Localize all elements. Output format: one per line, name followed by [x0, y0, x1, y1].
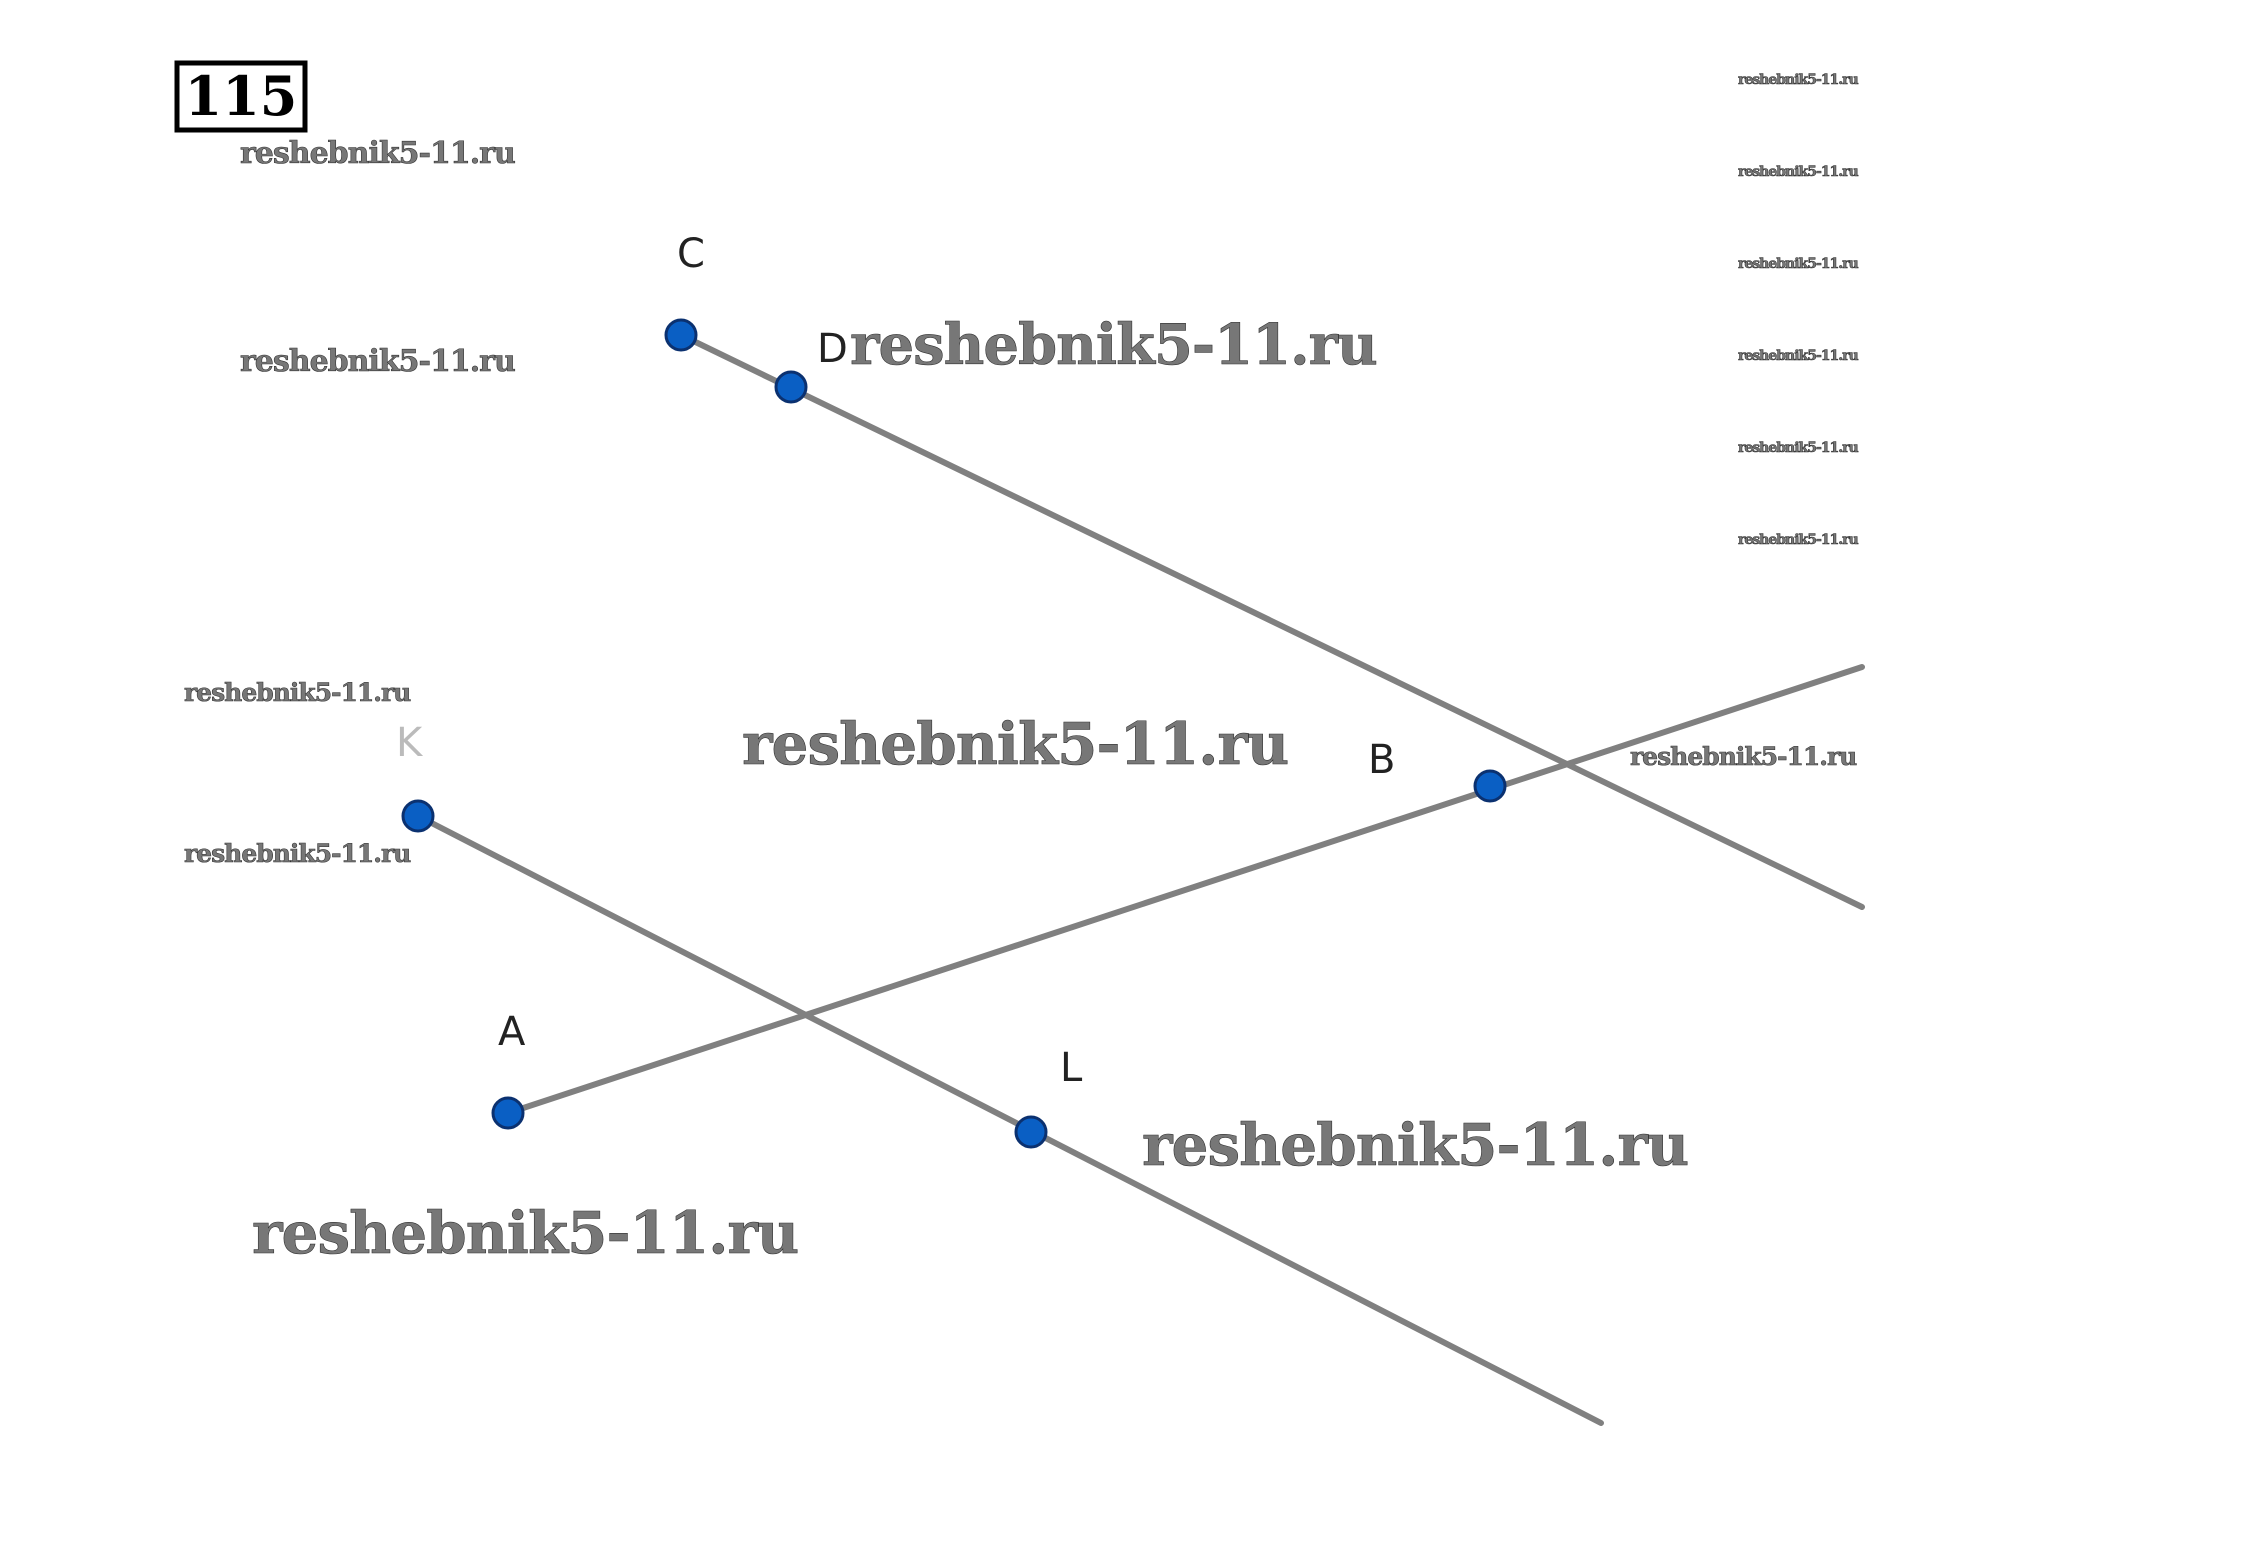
watermark: reshebnik5-11.ru	[1738, 532, 1859, 548]
label-b: B	[1368, 737, 1395, 783]
watermark: reshebnik5-11.ru	[1738, 72, 1859, 88]
point-a	[491, 1096, 525, 1130]
label-d: D	[817, 326, 848, 372]
point-c	[664, 318, 698, 352]
watermark: reshebnik5-11.ru	[252, 1199, 798, 1267]
watermark: reshebnik5-11.ru	[1738, 256, 1859, 272]
point-k	[401, 799, 435, 833]
watermark: reshebnik5-11.ru	[1738, 348, 1859, 364]
watermark: reshebnik5-11.ru	[240, 344, 515, 379]
label-l: L	[1060, 1045, 1083, 1091]
point-d	[774, 370, 808, 404]
watermark: reshebnik5-11.ru	[1738, 164, 1859, 180]
line-kl	[415, 813, 1604, 1426]
watermarks: reshebnik5-11.ru reshebnik5-11.ru resheb…	[184, 72, 1860, 1268]
watermark: reshebnik5-11.ru	[1738, 440, 1859, 456]
watermark: reshebnik5-11.ru	[742, 710, 1288, 778]
point-b	[1473, 769, 1507, 803]
problem-number-box: 115	[174, 60, 308, 133]
label-a: A	[498, 1009, 526, 1055]
watermark: reshebnik5-11.ru	[1630, 742, 1857, 771]
watermark: reshebnik5-11.ru	[240, 136, 515, 171]
watermark: reshebnik5-11.ru	[184, 678, 411, 707]
line-ab	[505, 664, 1865, 1116]
line-cd	[678, 332, 1865, 910]
problem-number: 115	[185, 64, 298, 128]
label-k: K	[396, 720, 424, 766]
watermark: reshebnik5-11.ru	[1142, 1111, 1688, 1179]
label-c: C	[677, 231, 705, 277]
watermark: reshebnik5-11.ru	[850, 312, 1377, 378]
point-l	[1014, 1115, 1048, 1149]
watermark: reshebnik5-11.ru	[184, 839, 411, 868]
